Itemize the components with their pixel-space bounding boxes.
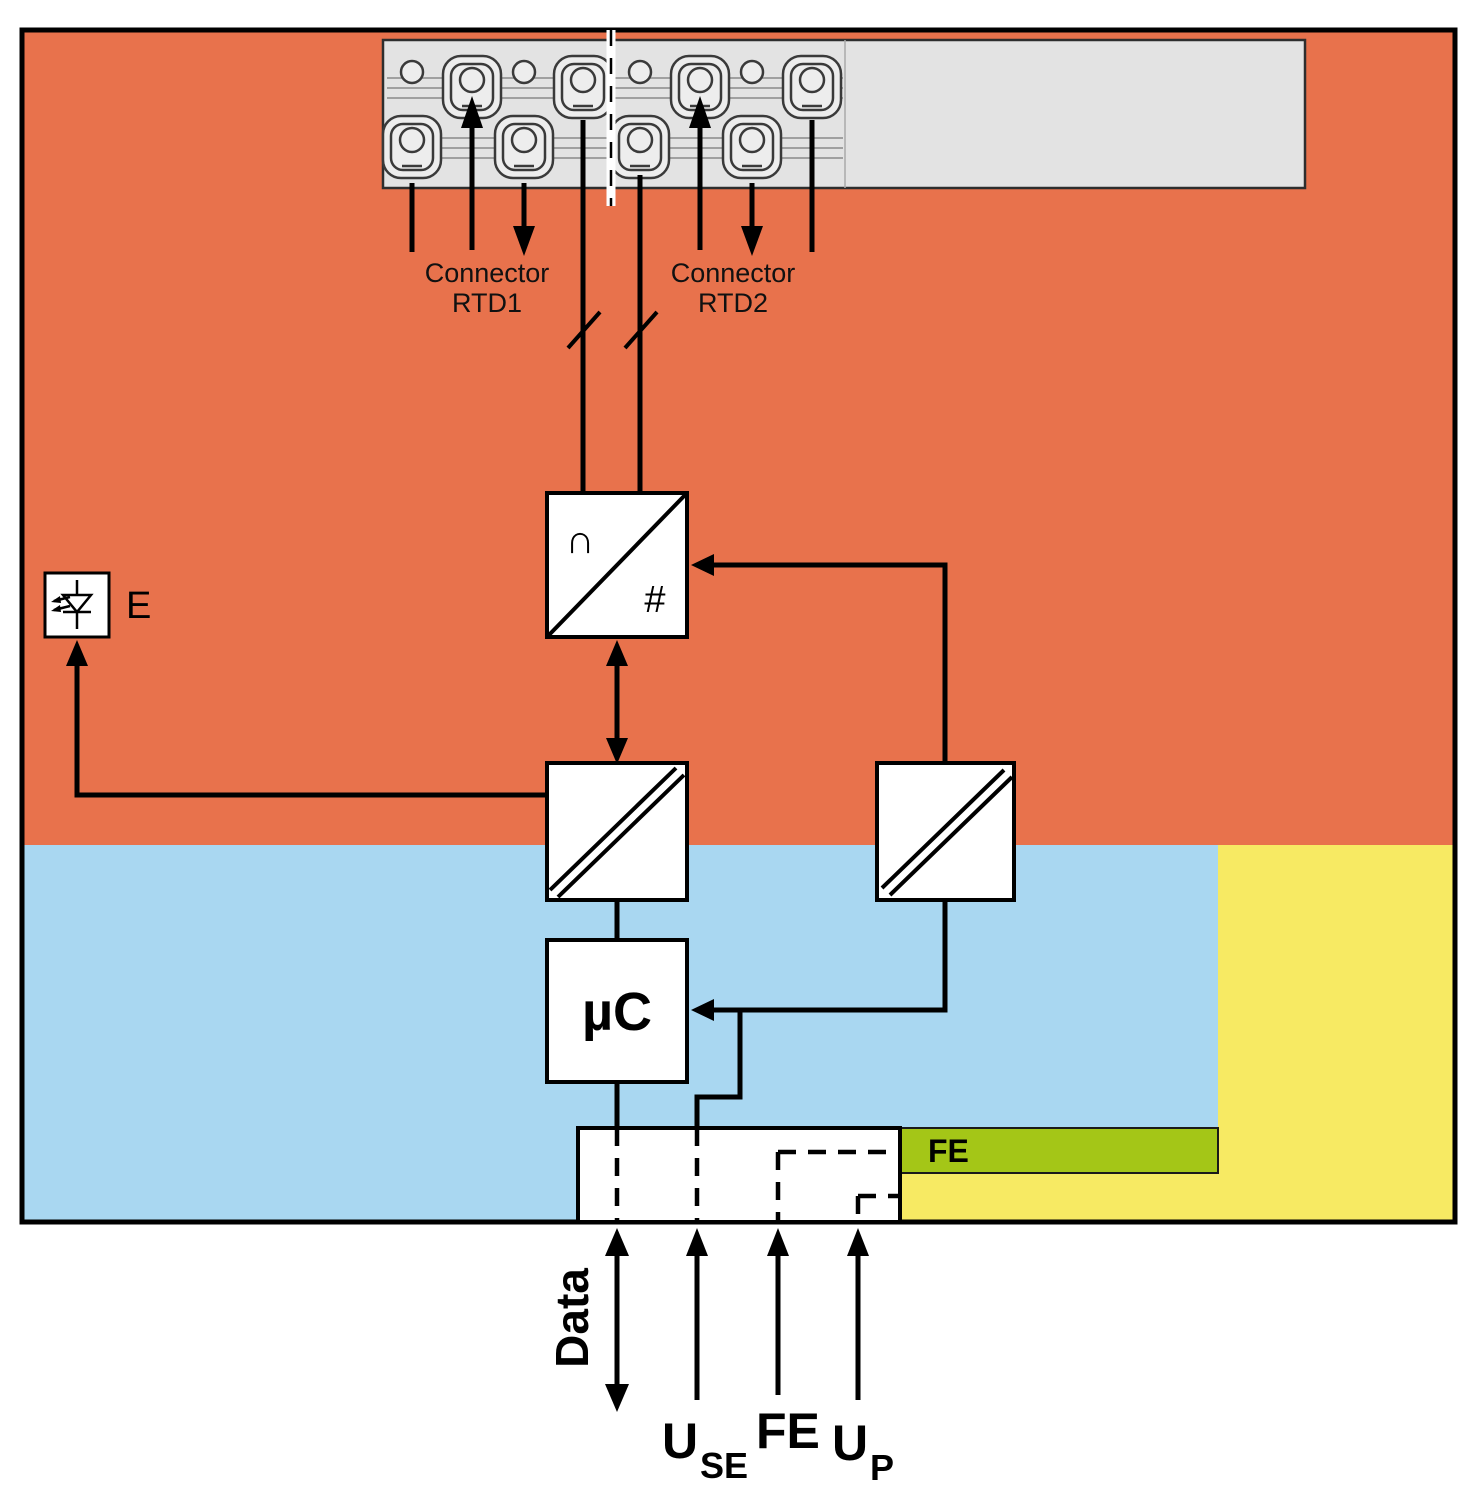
terminal-block xyxy=(381,30,1307,206)
mcu-supply-wire xyxy=(691,900,948,1128)
isolation-barrier-icon xyxy=(888,775,1014,897)
mcu-block-body xyxy=(545,938,689,1084)
mcu-block: µC xyxy=(545,938,689,1084)
terminal-clamp xyxy=(609,114,671,180)
terminal-clamp xyxy=(381,114,443,180)
use-port-arrow xyxy=(686,1228,708,1400)
terminal-guide-circle xyxy=(511,59,537,85)
isolation-barrier-icon xyxy=(548,766,678,892)
up-port-label-base: U xyxy=(832,1415,868,1471)
connector-rtd1-label-line1: Connector xyxy=(425,258,550,288)
fe-port-arrow xyxy=(767,1228,789,1395)
arrow-up-icon xyxy=(605,1228,629,1256)
up-port-label-sub: P xyxy=(870,1447,894,1488)
connector-rtd2-label-line1: Connector xyxy=(671,258,796,288)
use-port-label-sub: SE xyxy=(700,1445,748,1486)
bus-interface-box xyxy=(576,1126,902,1224)
rtd2-wires xyxy=(623,96,815,493)
isolation-barrier-right xyxy=(875,761,1016,902)
optocoupler-icon xyxy=(51,580,94,629)
terminal-guide-circle xyxy=(739,59,765,85)
arrow-up-icon xyxy=(686,1228,708,1256)
arrow-up-icon xyxy=(66,640,88,666)
mcu-label: µC xyxy=(582,982,652,1042)
terminal-clamp xyxy=(552,54,614,120)
bus-feedthroughs xyxy=(614,1128,898,1220)
fe-port-label: FE xyxy=(756,1403,820,1459)
arrow-down-icon xyxy=(513,226,535,256)
terminal-clamp xyxy=(721,114,783,180)
isolation-barrier-icon xyxy=(880,768,1006,890)
isolation-barrier-icon xyxy=(556,773,686,899)
multiwire-slash-icon xyxy=(623,310,659,350)
arrow-up-icon xyxy=(689,96,711,128)
optocoupler-label: E xyxy=(126,585,151,627)
arrow-left-icon xyxy=(691,554,714,576)
arrow-down-icon xyxy=(741,226,763,256)
connector-rtd1-label-line2: RTD1 xyxy=(452,288,522,318)
arrow-up-icon xyxy=(461,96,483,128)
rtd1-wires xyxy=(409,96,602,493)
arrow-left-icon xyxy=(691,999,714,1021)
adc-reference-wire xyxy=(691,554,948,763)
supply-section xyxy=(1218,845,1453,1220)
arrow-up-icon xyxy=(606,640,628,666)
terminal-guide-circle xyxy=(627,59,653,85)
fe-bar xyxy=(899,1127,1219,1174)
adc-analog-symbol: ∩ xyxy=(566,518,595,562)
use-port-label-base: U xyxy=(662,1413,698,1469)
fe-bar-label: FE xyxy=(928,1133,969,1169)
arrow-down-icon xyxy=(605,1384,629,1412)
optocoupler-wire xyxy=(66,640,547,798)
connector-rtd2-label-line2: RTD2 xyxy=(698,288,768,318)
arrow-up-icon xyxy=(767,1228,789,1256)
terminal-guide-circle xyxy=(399,59,425,85)
data-port-arrow xyxy=(605,1228,629,1412)
arrow-down-icon xyxy=(606,738,628,764)
isolation-left-body xyxy=(545,761,689,902)
optocoupler-block xyxy=(43,571,111,639)
multiwire-slash-icon xyxy=(566,310,602,350)
isolation-right-body xyxy=(875,761,1016,902)
adc-isolator-bus xyxy=(606,640,628,764)
up-port-arrow xyxy=(847,1228,869,1400)
adc-diagonal xyxy=(545,491,689,639)
terminal-clamp xyxy=(493,114,555,180)
data-port-label: Data xyxy=(546,1268,598,1368)
terminal-clamp xyxy=(781,54,843,120)
adc-block: ∩ # xyxy=(545,491,689,639)
arrow-up-icon xyxy=(847,1228,869,1256)
adc-digital-symbol: # xyxy=(644,579,665,621)
isolation-barrier-left xyxy=(545,761,689,902)
